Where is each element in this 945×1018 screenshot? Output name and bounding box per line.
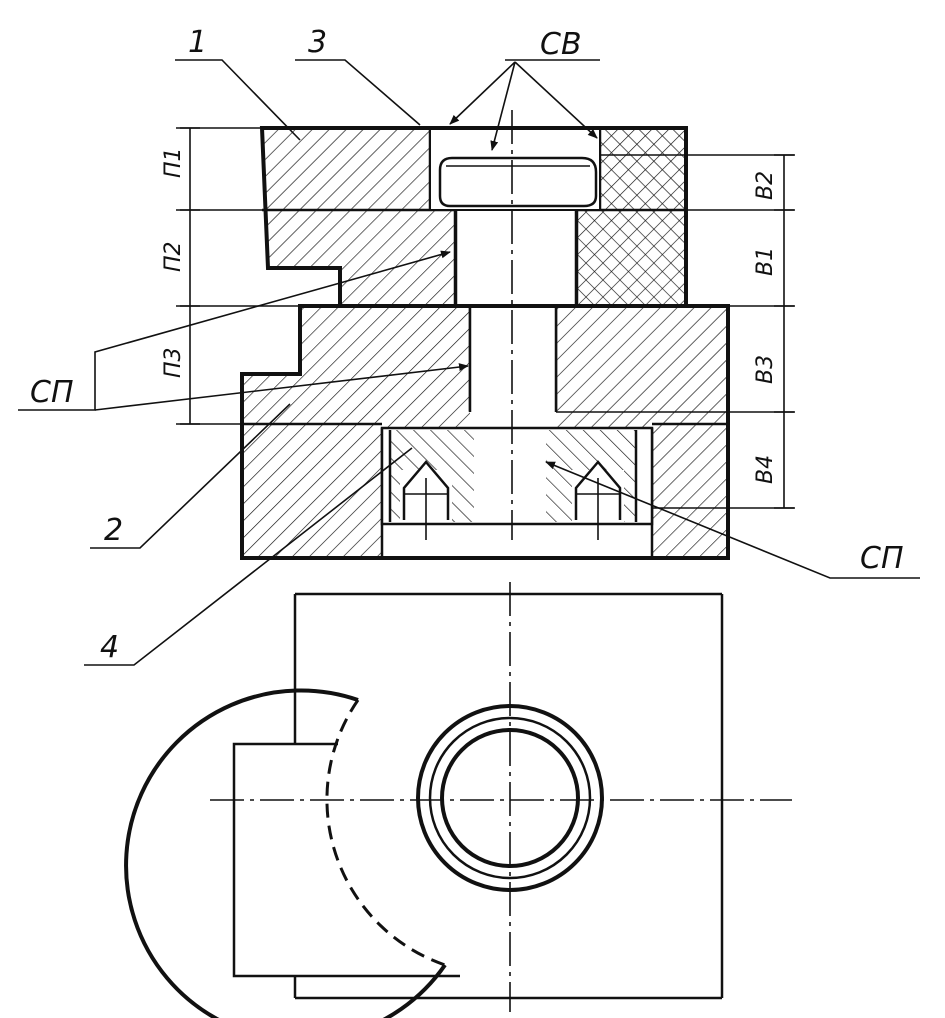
dim-b3-label: В3	[753, 355, 778, 384]
part-1-top-plate	[259, 126, 688, 308]
dim-b2-label: В2	[753, 171, 778, 200]
dim-p3-label: П3	[161, 347, 186, 378]
callout-4: 4	[100, 630, 119, 665]
callout-leaders: 1 3 СВ СП 2 4 СП	[18, 25, 920, 666]
plan-view	[124, 582, 792, 1018]
callout-weld: СВ	[540, 27, 582, 62]
part-4-lower-block	[380, 426, 654, 540]
callout-fit-right: СП	[860, 541, 904, 576]
dim-b4-label: В4	[753, 455, 778, 484]
right-dimension-chain: В2 В1 В3 В4	[753, 154, 794, 509]
left-dimension-chain: П1 П2 П3	[161, 127, 200, 425]
dim-b1-label: В1	[753, 247, 778, 276]
dim-p1-label: П1	[161, 147, 186, 178]
dim-p2-label: П2	[161, 241, 186, 272]
callout-fit-left: СП	[30, 375, 74, 410]
callout-3: 3	[308, 25, 327, 60]
section-view: П1 П2 П3 В2 В1 В3 В4 1 3	[18, 25, 920, 666]
callout-2: 2	[104, 513, 123, 548]
callout-1: 1	[188, 25, 207, 60]
